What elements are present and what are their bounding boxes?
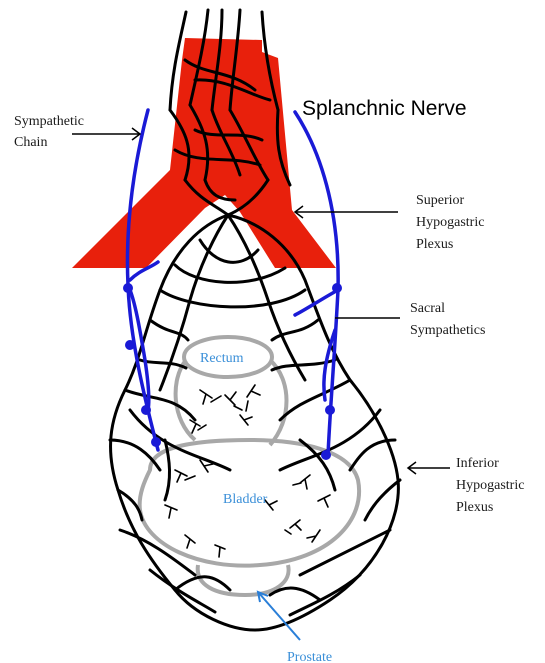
superior-hypogastric-plexus-shape <box>72 38 336 268</box>
superior-plexus-arrow <box>295 206 398 218</box>
ganglion <box>141 405 151 415</box>
ganglion <box>321 450 331 460</box>
superior-hypogastric-plexus-label: Superior Hypogastric Plexus <box>416 193 488 252</box>
inferior-plexus-arrow <box>408 462 450 474</box>
ganglion <box>123 283 133 293</box>
sympathetic-chain-label: Sympathetic Chain <box>14 114 88 150</box>
prostate-label: Prostate <box>287 650 332 663</box>
bladder-label: Bladder <box>223 492 268 507</box>
sacral-sympathetics-label: Sacral Sympathetics <box>410 301 485 338</box>
ganglion <box>332 283 342 293</box>
splanchnic-nerve-label: Splanchnic Nerve <box>302 97 467 120</box>
sympathetic-chain-arrow <box>72 128 140 140</box>
nerve-twigs <box>165 385 330 557</box>
inferior-hypogastric-plexus-label: Inferior Hypogastric Plexus <box>456 456 528 515</box>
ganglion <box>325 405 335 415</box>
ganglion <box>151 437 161 447</box>
prostate-arrow <box>258 592 300 640</box>
ganglion <box>125 340 135 350</box>
rectum-label: Rectum <box>200 351 244 366</box>
